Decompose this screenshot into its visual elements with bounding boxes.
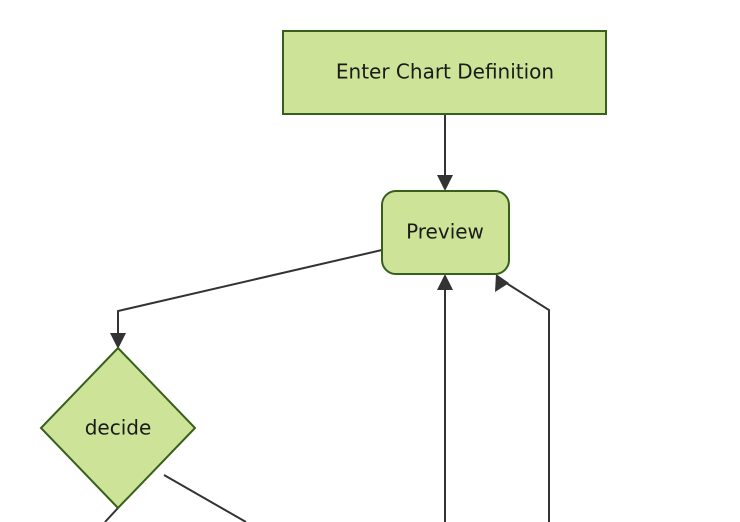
edge-return-center-to-preview bbox=[437, 274, 453, 522]
edge-decide-out-right-line bbox=[163, 474, 247, 522]
edge-return-right-to-preview bbox=[495, 274, 550, 522]
node-layer: Enter Chart Definition Preview decide bbox=[39, 30, 607, 510]
edge-return-right-to-preview-arrowhead bbox=[495, 274, 509, 292]
node-preview-label: Preview bbox=[406, 220, 484, 244]
edge-preview-to-decide-line bbox=[117, 249, 383, 340]
node-decide-label: decide bbox=[85, 416, 152, 440]
edge-preview-to-decide bbox=[110, 249, 383, 349]
edge-decide-out-left bbox=[104, 507, 119, 522]
edge-decide-out-left-line bbox=[104, 507, 119, 522]
edge-layer bbox=[104, 114, 550, 522]
node-enter-chart-definition-shape[interactable] bbox=[282, 30, 607, 115]
edge-decide-out-right bbox=[163, 474, 247, 522]
node-decide-shape[interactable] bbox=[39, 346, 197, 510]
edge-preview-to-decide-arrowhead bbox=[110, 333, 126, 349]
edge-enter-to-preview bbox=[437, 114, 453, 191]
node-preview-shape[interactable] bbox=[381, 190, 510, 275]
node-enter-chart-definition-label: Enter Chart Definition bbox=[336, 60, 554, 84]
node-preview[interactable]: Preview bbox=[381, 190, 510, 275]
edge-return-right-to-preview-line bbox=[502, 280, 550, 522]
node-enter-chart-definition[interactable]: Enter Chart Definition bbox=[282, 30, 607, 115]
node-decide[interactable]: decide bbox=[39, 346, 197, 510]
edge-enter-to-preview-arrowhead bbox=[437, 175, 453, 191]
edge-return-center-to-preview-arrowhead bbox=[437, 274, 453, 290]
